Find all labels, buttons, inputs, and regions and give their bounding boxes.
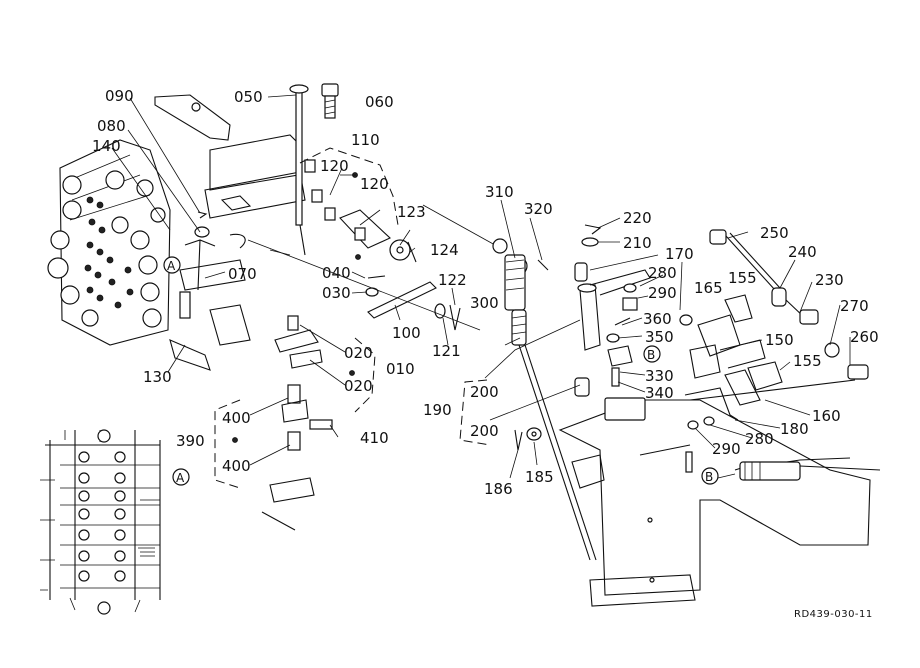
bolt-060 [321,83,339,119]
part-label-200-b: 200 [470,422,499,440]
part-label-340: 340 [645,384,674,402]
part-label-100: 100 [392,324,421,342]
part-label-320: 320 [524,200,553,218]
part-labels: 050 060 090 080 110 140 120 120 123 124 … [92,87,879,498]
part-label-122: 122 [438,271,467,289]
part-label-030: 030 [322,284,351,302]
control-cable [459,337,881,481]
part-label-155-a: 155 [728,269,757,287]
marker-a-circle [163,256,181,274]
part-label-120-a: 120 [320,157,349,175]
part-label-240: 240 [788,243,817,261]
part-label-390: 390 [176,432,205,450]
part-label-070: 070 [228,265,257,283]
part-label-160: 160 [812,407,841,425]
part-label-310: 310 [485,183,514,201]
part-label-130: 130 [143,368,172,386]
part-label-200-a: 200 [470,383,499,401]
part-label-020-a: 020 [344,344,373,362]
part-label-400-b: 400 [222,457,251,475]
control-valve-block [47,139,171,346]
part-label-090: 090 [105,87,134,105]
drawing-reference: RD439-030-11 [794,609,873,620]
part-label-330: 330 [645,367,674,385]
pin-assembly [214,315,376,531]
bracket-plate [154,84,309,256]
part-label-120-b: 120 [360,175,389,193]
cylinder-300 [492,238,597,561]
part-label-260: 260 [850,328,879,346]
linkage-rod [689,229,869,401]
part-label-410: 410 [360,429,389,447]
part-label-155-b: 155 [793,352,822,370]
part-label-140: 140 [92,137,121,155]
lever-arm [679,294,783,430]
part-label-121: 121 [432,342,461,360]
marker-a-circle-2 [172,468,190,486]
part-label-280-b: 280 [745,430,774,448]
marker-b-1: B [647,348,655,362]
part-label-360: 360 [643,310,672,328]
part-label-185: 185 [525,468,554,486]
part-label-040: 040 [322,264,351,282]
part-label-180: 180 [780,420,809,438]
marker-a-1: A [167,259,176,273]
base-frame [558,397,871,607]
leader-lines-right [484,199,851,479]
part-label-110: 110 [351,131,380,149]
marker-b-2: B [705,470,713,484]
part-label-290-a: 290 [648,284,677,302]
part-label-010: 010 [386,360,415,378]
part-label-290-b: 290 [712,440,741,458]
part-label-270: 270 [840,297,869,315]
part-label-165: 165 [694,279,723,297]
part-label-190: 190 [423,401,452,419]
part-label-020-b: 020 [344,377,373,395]
part-label-050: 050 [234,88,263,106]
marker-b-circle-2 [701,467,719,485]
marker-b-circle [643,345,661,363]
leader-lines-left [111,94,496,466]
part-label-280-a: 280 [648,264,677,282]
washer-pin [514,427,542,451]
spring-clip-parts [179,211,246,319]
part-label-230: 230 [815,271,844,289]
part-label-170: 170 [665,245,694,263]
part-label-350: 350 [645,328,674,346]
shaft-assembly [299,147,417,263]
part-label-220: 220 [623,209,652,227]
part-label-080: 080 [97,117,126,135]
section-markers: A A B B [163,256,719,486]
part-label-124: 124 [430,241,459,259]
part-label-400-a: 400 [222,409,251,427]
lever-column [574,224,651,397]
part-label-150: 150 [765,331,794,349]
valve-schematic [40,429,161,615]
bracket-130 [169,304,251,371]
part-label-060: 060 [365,93,394,111]
part-label-300: 300 [470,294,499,312]
part-label-186: 186 [484,480,513,498]
lever-parts [355,254,461,331]
part-label-210: 210 [623,234,652,252]
part-label-250: 250 [760,224,789,242]
part-label-123: 123 [397,203,426,221]
marker-a-2: A [176,471,185,485]
